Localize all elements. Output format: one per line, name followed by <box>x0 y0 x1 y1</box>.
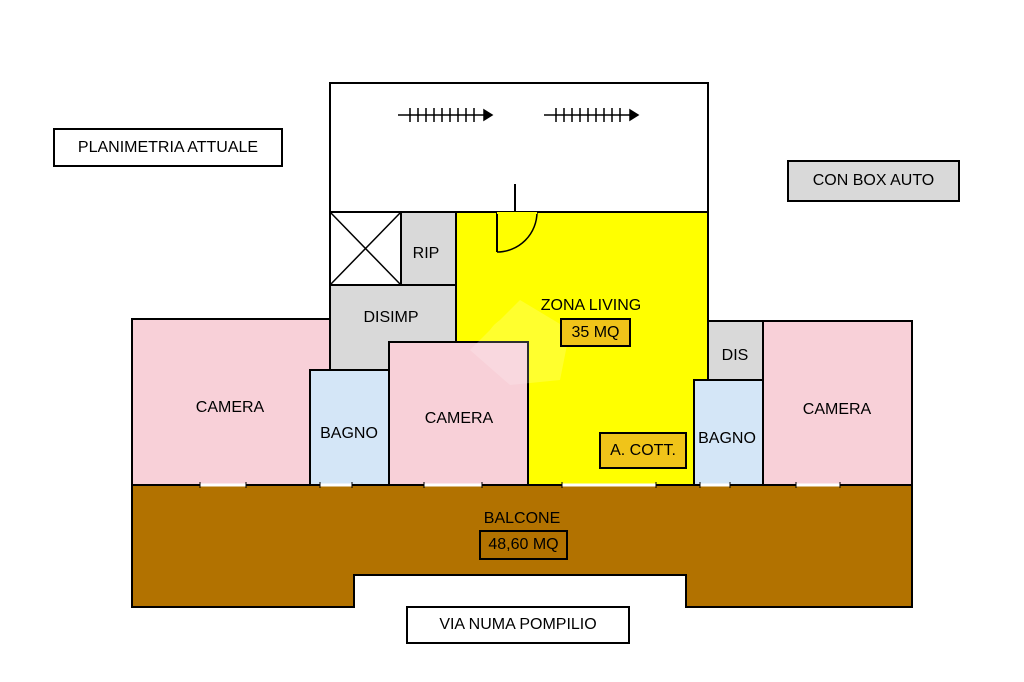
room-rip <box>400 211 457 286</box>
label-balcone: BALCONE <box>484 510 560 527</box>
wall-openings-edges <box>199 482 841 488</box>
room-camera-center <box>388 341 529 486</box>
label-bagno-left: BAGNO <box>320 425 378 442</box>
room-camera-right <box>762 320 913 486</box>
garage-label: CON BOX AUTO <box>787 160 960 202</box>
badge-balcone-area: 48,60 MQ <box>479 530 568 560</box>
label-camera-left: CAMERA <box>196 399 265 416</box>
badge-zona-living-area: 35 MQ <box>560 318 631 347</box>
badge-a-cott: A. COTT. <box>599 432 687 469</box>
stair-arrow-right <box>544 108 640 122</box>
label-disimp: DISIMP <box>363 309 418 326</box>
label-zona-living: ZONA LIVING <box>541 297 641 314</box>
label-bagno-right: BAGNO <box>698 430 756 447</box>
stairwell <box>329 82 709 214</box>
stair-arrow-left <box>398 108 494 122</box>
plan-title: PLANIMETRIA ATTUALE <box>53 128 283 167</box>
watermark-logo <box>470 300 570 385</box>
entry-door <box>496 211 538 253</box>
label-rip: RIP <box>413 245 440 262</box>
label-dis: DIS <box>722 347 749 364</box>
label-camera-right: CAMERA <box>803 401 872 418</box>
street-label: VIA NUMA POMPILIO <box>406 606 630 644</box>
label-camera-center: CAMERA <box>425 410 494 427</box>
shaft-box <box>329 211 402 286</box>
